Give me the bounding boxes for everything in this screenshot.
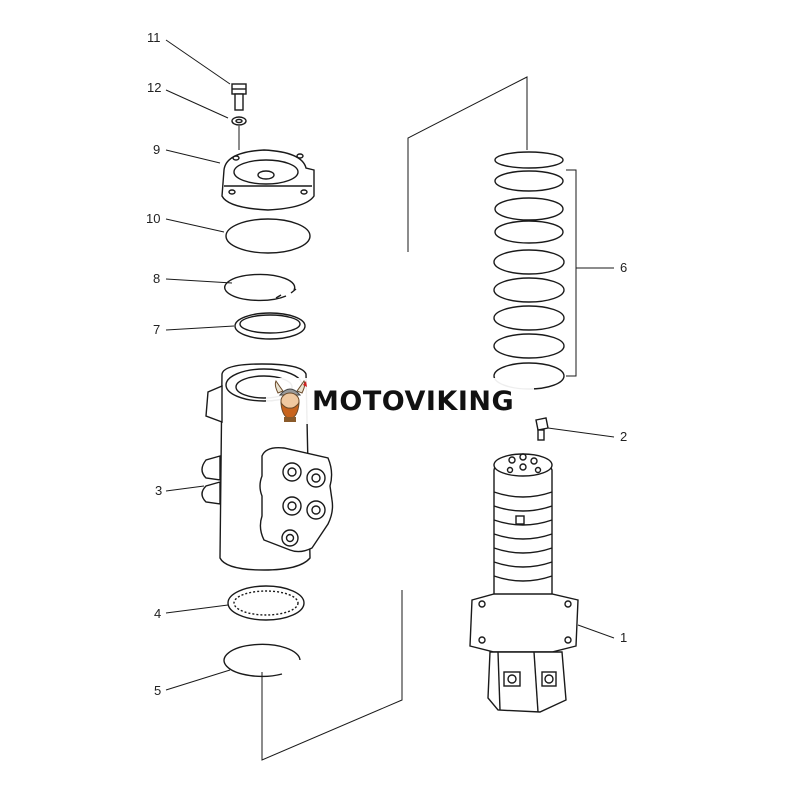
callout-12: 12 xyxy=(147,80,161,95)
part-6-bracket xyxy=(566,169,614,377)
part-11-bolt xyxy=(231,83,247,111)
leader-lines xyxy=(165,39,615,691)
part-1-rotor xyxy=(469,453,579,713)
viking-mascot-icon xyxy=(274,380,307,422)
callout-11: 11 xyxy=(147,30,161,45)
callout-8: 8 xyxy=(153,271,160,286)
callout-2: 2 xyxy=(620,429,627,444)
callout-4: 4 xyxy=(154,606,161,621)
part-6-seal-rings xyxy=(493,151,565,390)
callout-numbers: 11 12 9 10 8 7 3 4 5 6 2 1 xyxy=(146,30,627,698)
part-8-snap-ring xyxy=(224,273,297,302)
watermark-text: MOTOVIKING xyxy=(312,385,515,417)
callout-3: 3 xyxy=(155,483,162,498)
part-5-snap-ring xyxy=(223,643,301,678)
part-12-washer xyxy=(231,116,247,126)
callout-7: 7 xyxy=(153,322,160,337)
callout-10: 10 xyxy=(146,211,160,226)
part-2-plug xyxy=(535,417,549,441)
callout-5: 5 xyxy=(154,683,161,698)
callout-1: 1 xyxy=(620,630,627,645)
assembly-guide-lines xyxy=(238,76,528,761)
callout-6: 6 xyxy=(620,260,627,275)
part-9-cover xyxy=(221,149,315,211)
part-10-o-ring xyxy=(225,218,311,254)
part-4-bearing xyxy=(227,585,305,621)
part-7-ring xyxy=(234,312,306,340)
watermark-banner: MOTOVIKING xyxy=(266,378,534,424)
callout-9: 9 xyxy=(153,142,160,157)
